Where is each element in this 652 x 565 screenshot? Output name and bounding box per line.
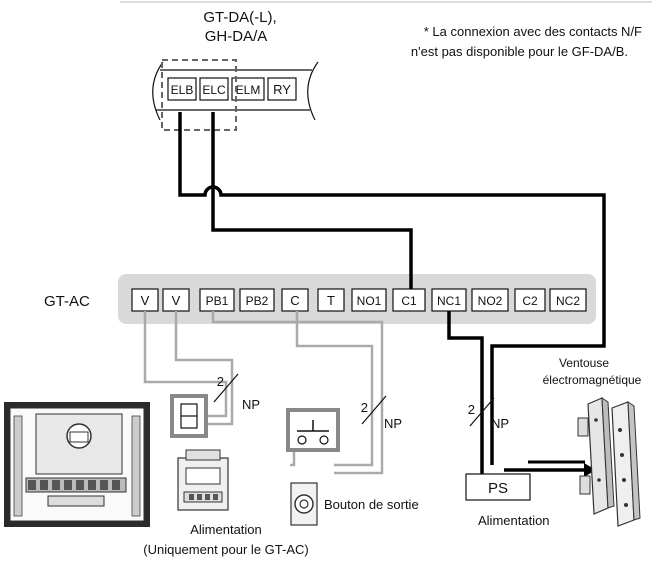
terminal-c: C: [290, 293, 299, 308]
svg-text:2: 2: [217, 374, 224, 389]
exit-button-icon: [290, 482, 318, 526]
ps-label: PS: [488, 480, 508, 497]
svg-text:2: 2: [468, 402, 475, 417]
alimentation-left-label-2: (Uniquement pour le GT-AC): [143, 542, 308, 557]
svg-text:NP: NP: [242, 397, 260, 412]
alimentation-left-label-1: Alimentation: [190, 522, 262, 537]
device-top-terminal-block: ELB ELC ELM RY: [152, 59, 319, 131]
terminal-c2: C2: [522, 294, 538, 308]
terminal-elm: ELM: [236, 83, 261, 97]
terminal-no2: NO2: [478, 294, 503, 308]
ventouse-label-1: Ventouse: [559, 356, 609, 370]
exit-switch-icon: [286, 408, 340, 452]
terminal-nc1: NC1: [437, 294, 461, 308]
terminal-pb2: PB2: [246, 294, 269, 308]
black-wires: [178, 112, 606, 474]
switch-symbol-icon: [170, 394, 208, 438]
terminal-elb: ELB: [171, 83, 194, 97]
note-line-1: * La connexion avec des contacts N/F: [424, 24, 642, 39]
maglock-icon: [577, 397, 641, 527]
alimentation-right-label: Alimentation: [478, 513, 550, 528]
wire-elc-to-c1: [211, 112, 413, 289]
ps-box: [465, 473, 531, 501]
exit-button-label: Bouton de sortie: [324, 497, 419, 512]
wire-nc1-to-ps: [447, 311, 484, 474]
device-top-label-1: GT-DA(-L),: [203, 9, 276, 26]
terminal-v1: V: [141, 293, 150, 308]
svg-text:NP: NP: [491, 416, 509, 431]
ventouse-label-2: électromagnétique: [543, 373, 642, 387]
terminal-nc2: NC2: [556, 294, 580, 308]
door-station-icon: [4, 402, 150, 527]
svg-text:NP: NP: [384, 416, 402, 431]
terminal-pb1: PB1: [206, 294, 229, 308]
terminal-t: T: [327, 293, 335, 308]
terminal-elc: ELC: [202, 83, 226, 97]
selection-dashed-box: [161, 59, 237, 131]
np-marker-1: 2 NP: [213, 373, 260, 412]
terminal-ry: RY: [273, 82, 291, 97]
gtac-label: GT-AC: [44, 293, 90, 310]
note-line-2: n'est pas disponible pour le GF-DA/B.: [411, 44, 628, 59]
wire-elb-to-nc2: [178, 112, 606, 465]
terminal-no1: NO1: [357, 294, 382, 308]
gtac-terminals: V V PB1 PB2 C T NO1 C1 NC1 NO2 C2 NC2: [131, 288, 587, 312]
np-marker-2: 2 NP: [361, 395, 402, 431]
power-supply-left-icon: [177, 449, 229, 511]
terminal-v2: V: [172, 293, 181, 308]
arrowhead-ventouse: [584, 463, 596, 477]
terminal-c1: C1: [401, 294, 417, 308]
svg-text:2: 2: [361, 400, 368, 415]
gray-wires: [143, 311, 384, 475]
device-top-label-2: GH-DA/A: [205, 28, 268, 45]
np-marker-3: 2 NP: [468, 397, 509, 431]
